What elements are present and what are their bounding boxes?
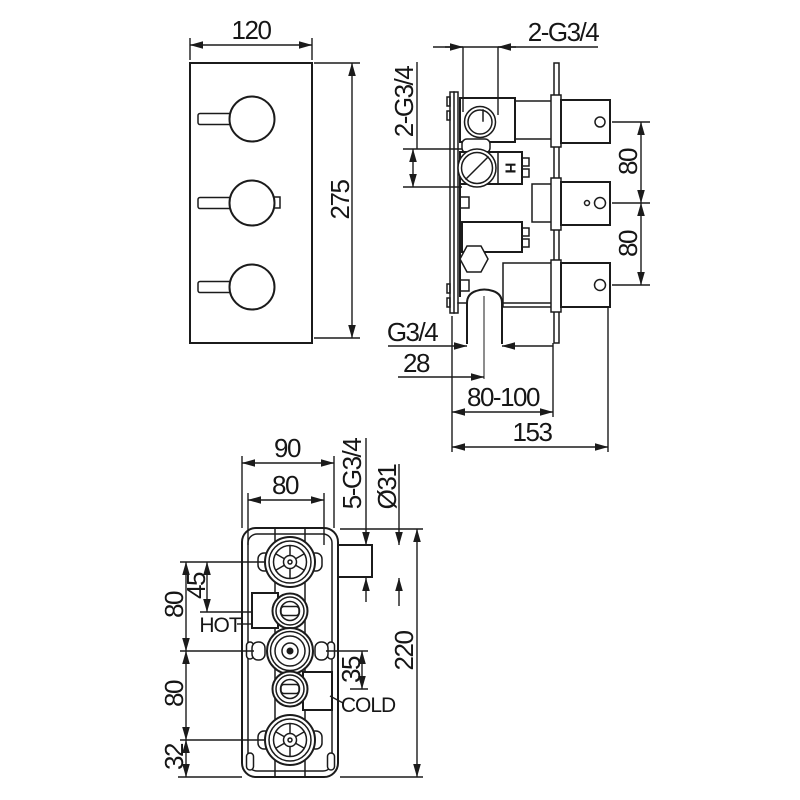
side-view: H — [387, 17, 650, 452]
side-spacing-lower-label: 80 — [613, 230, 643, 257]
offset-bottom-label: 32 — [159, 743, 189, 770]
dim-ports-thread: 5-G3/4 — [337, 438, 370, 602]
dim-depths: 80-100 153 — [451, 307, 609, 452]
mounting-plate — [550, 62, 562, 344]
offset-cold-label: 35 — [336, 656, 366, 683]
outlet-offset-label: 28 — [403, 348, 430, 378]
plan-height-label: 220 — [389, 631, 419, 671]
hot-label: HOT — [199, 614, 242, 637]
depth-total-label: 153 — [513, 417, 553, 447]
port-top-wheel — [257, 536, 323, 588]
port-bottom-wheel — [257, 714, 323, 766]
depth-range-label: 80-100 — [467, 382, 540, 412]
port-diameter-label: Ø31 — [372, 464, 402, 510]
plan-width-body-label: 80 — [272, 470, 299, 500]
ports-thread-label: 5-G3/4 — [337, 438, 367, 510]
outlet-pipe — [466, 288, 503, 344]
outlet-thread-label: G3/4 — [387, 317, 438, 347]
side-spacing-upper-label: 80 — [613, 148, 643, 175]
hex-fitting — [459, 245, 489, 273]
dim-outlet-offset: 28 — [398, 348, 485, 381]
dim-left-chain: 80 80 32 — [159, 561, 368, 778]
inlet-labels: HOT COLD — [199, 614, 397, 717]
dim-plan-width-overall: 90 — [241, 433, 335, 528]
side-outlet-port — [337, 544, 373, 578]
front-width-label: 120 — [232, 15, 272, 45]
port-cold — [271, 670, 309, 708]
dim-top-ports: 2-G3/4 — [433, 17, 601, 115]
dim-plan-height: 220 — [340, 528, 423, 778]
mount-slot — [326, 752, 336, 771]
rear-blocks — [560, 99, 611, 308]
plan-spacing-upper-label: 80 — [159, 591, 189, 618]
front-view: 120 275 — [189, 15, 360, 344]
dim-port-diameter: Ø31 — [372, 464, 403, 606]
top-ports-label: 2-G3/4 — [528, 17, 600, 47]
hot-side-marker: H — [502, 163, 519, 174]
dim-plan-width-body: 80 — [247, 470, 325, 545]
cold-label: COLD — [341, 694, 396, 717]
valve-body-side: H — [457, 97, 554, 379]
plan-width-overall-label: 90 — [274, 433, 301, 463]
dim-side-spacing: 80 80 — [612, 121, 650, 286]
mount-slot — [245, 752, 255, 771]
knob-middle — [197, 179, 281, 227]
rear-ports-label: 2-G3/4 — [389, 66, 419, 138]
port-top-side — [463, 105, 497, 139]
faceplate-outline — [189, 62, 313, 344]
plan-spacing-lower-label: 80 — [159, 680, 189, 707]
dim-front-height: 275 — [314, 62, 360, 339]
knob-top — [197, 95, 276, 143]
front-height-label: 275 — [325, 180, 355, 220]
wall-plate — [446, 91, 459, 314]
dim-front-width: 120 — [189, 15, 313, 60]
dim-outlet-thread: G3/4 — [387, 317, 553, 350]
knob-bottom — [197, 263, 276, 311]
plan-view: 90 80 5-G3/4 Ø31 220 — [159, 433, 423, 778]
dim-rear-ports: 2-G3/4 — [389, 62, 462, 188]
port-hot — [271, 592, 309, 630]
dim-offset-cold: 35 — [336, 650, 368, 690]
